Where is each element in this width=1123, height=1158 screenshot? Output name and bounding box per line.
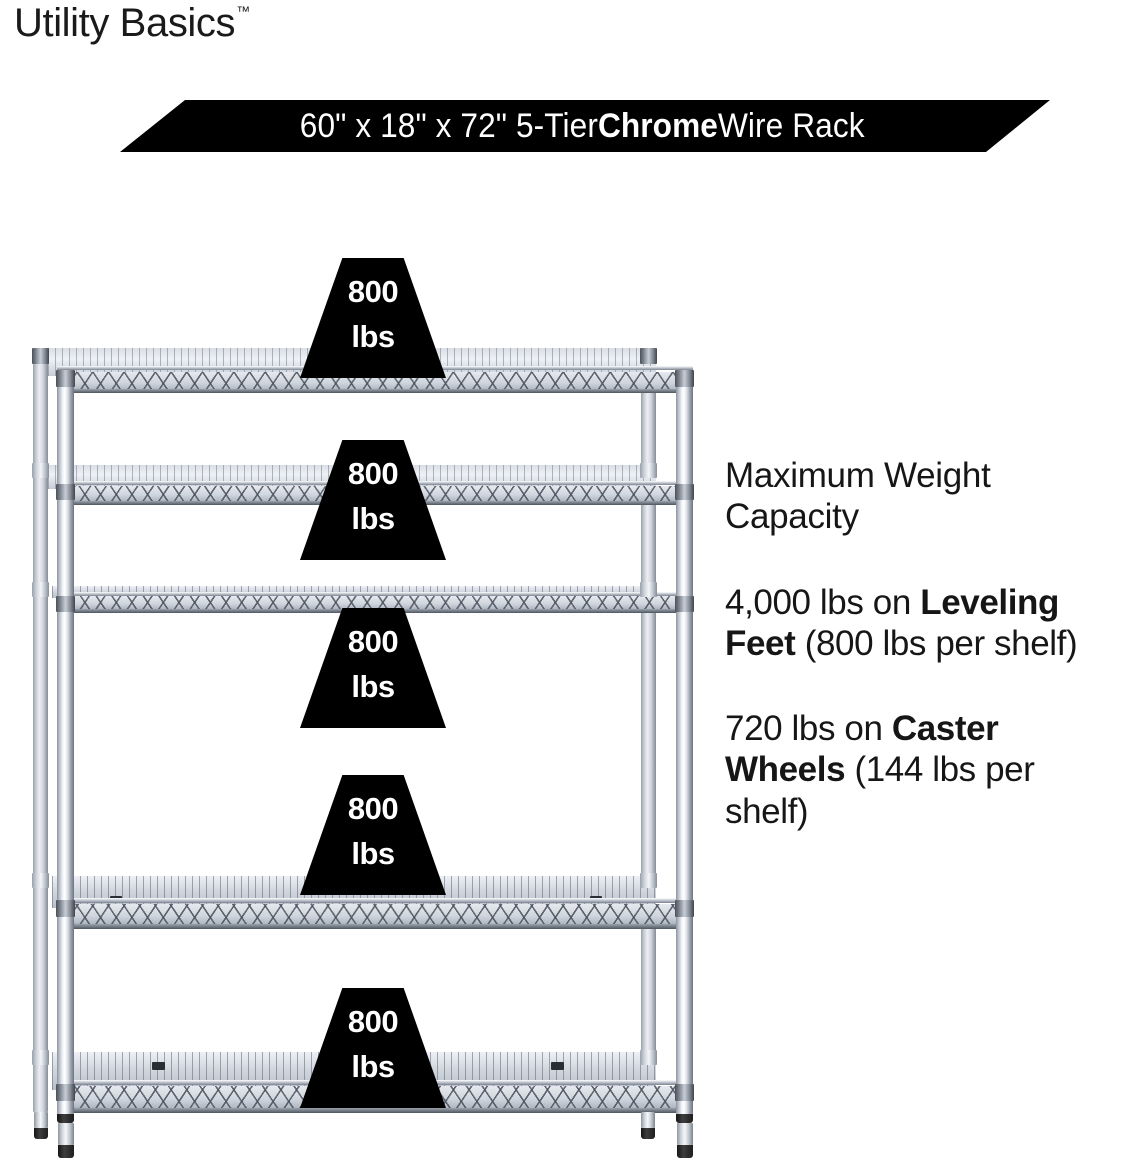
collar-front-left-2 — [56, 484, 75, 500]
collar-rear-left-3 — [32, 582, 49, 597]
collar-front-right-5 — [675, 1084, 694, 1101]
capacity-copy-block: Maximum Weight Capacity 4,000 lbs on Lev… — [725, 455, 1123, 832]
banner-text-post: Wire Rack — [717, 106, 865, 145]
shelf-5-bottom-rail — [57, 1108, 693, 1113]
leveling-lead: 4,000 lbs on — [725, 582, 921, 622]
leveling-foot-rear-left-tip — [34, 1128, 48, 1139]
leveling-bold: Leveling Feet — [725, 582, 1060, 663]
collar-rear-right-5 — [640, 1050, 657, 1065]
collar-rear-right-3 — [640, 582, 657, 597]
leveling-foot-front-left-tip — [58, 1145, 74, 1158]
banner-title-text: 60" x 18" x 72" 5-Tier Chrome Wire Rack — [153, 100, 1018, 152]
caster-tail: (144 lbs per shelf) — [725, 750, 1035, 831]
shelf-4-bottom-rail — [57, 924, 693, 929]
collar-rear-left-1 — [32, 348, 49, 364]
collar-rear-left-4 — [32, 873, 49, 888]
weight-badge-4-value: 800 — [347, 791, 399, 826]
rear-left-post — [33, 352, 48, 1112]
trademark-symbol: ™ — [236, 2, 251, 19]
weight-badge-4-unit: lbs — [351, 836, 395, 871]
banner-text-bold: Chrome — [597, 106, 718, 145]
collar-front-left-4 — [56, 900, 75, 917]
leveling-foot-rear-right-tube — [641, 1112, 655, 1128]
shelf-3-truss — [57, 596, 693, 609]
collar-front-right-2 — [675, 484, 694, 500]
weight-badge-3-unit: lbs — [351, 669, 395, 704]
shelf-3-top-rail — [57, 592, 693, 596]
leveling-foot-rear-left-tube — [34, 1112, 48, 1128]
collar-front-right-3 — [675, 596, 694, 612]
shelf-5-clip-right — [551, 1062, 564, 1070]
product-title-banner: 60" x 18" x 72" 5-Tier Chrome Wire Rack — [120, 100, 1050, 152]
shelf-1-truss — [57, 372, 693, 390]
collar-rear-right-4 — [640, 873, 657, 888]
shelf-4-top-rail — [57, 898, 693, 903]
collar-rear-right-1 — [640, 348, 657, 364]
collar-rear-right-2 — [640, 463, 657, 478]
weight-badge-1-unit: lbs — [351, 319, 395, 354]
collar-front-left-1 — [56, 370, 75, 387]
weight-badge-5-value: 800 — [347, 1004, 399, 1039]
shelf-4-truss — [57, 904, 693, 924]
weight-badge-shelf-1: 800 lbs — [300, 258, 446, 378]
front-left-post — [57, 370, 74, 1114]
banner-background-shape — [120, 100, 1050, 152]
weight-badge-2-unit: lbs — [351, 501, 395, 536]
weight-badge-1-value: 800 — [347, 274, 399, 309]
weight-badge-2-value: 800 — [347, 456, 399, 491]
leveling-foot-front-left-tube — [58, 1123, 74, 1145]
weight-badge-shelf-4: 800 lbs — [300, 775, 446, 895]
shelf-1-bottom-rail — [57, 389, 693, 393]
leveling-foot-front-right-tip — [677, 1145, 693, 1158]
collar-rear-left-2 — [32, 463, 49, 478]
caster-bold: Caster Wheels — [725, 709, 999, 790]
leveling-foot-front-right-tube — [677, 1123, 693, 1145]
collar-front-right-4 — [675, 900, 694, 917]
capacity-heading: Maximum Weight Capacity — [725, 456, 991, 537]
brand-name: Utility Basics — [14, 1, 236, 45]
banner-text-pre: 60" x 18" x 72" 5-Tier — [299, 106, 598, 145]
leveling-foot-rear-right-tip — [641, 1128, 655, 1139]
leveling-foot-front-left-collar — [57, 1114, 74, 1123]
caster-lead: 720 lbs on — [725, 709, 892, 749]
front-right-post — [676, 370, 693, 1114]
caster-wheels-paragraph: 720 lbs on Caster Wheels (144 lbs per sh… — [725, 708, 1123, 832]
weight-badge-5-unit: lbs — [351, 1049, 395, 1084]
collar-front-left-3 — [56, 596, 75, 612]
shelf-tier-4-front — [57, 896, 693, 930]
brand-logo: Utility Basics™ — [14, 1, 251, 45]
weight-badge-3-value: 800 — [347, 624, 399, 659]
leveling-tail: (800 lbs per shelf) — [795, 623, 1078, 663]
collar-front-right-1 — [675, 370, 694, 387]
leveling-foot-front-right-collar — [676, 1114, 693, 1123]
collar-rear-left-5 — [32, 1050, 49, 1065]
leveling-feet-paragraph: 4,000 lbs on Leveling Feet (800 lbs per … — [725, 582, 1123, 665]
collar-front-left-5 — [56, 1084, 75, 1101]
shelf-5-clip-left — [152, 1062, 165, 1070]
